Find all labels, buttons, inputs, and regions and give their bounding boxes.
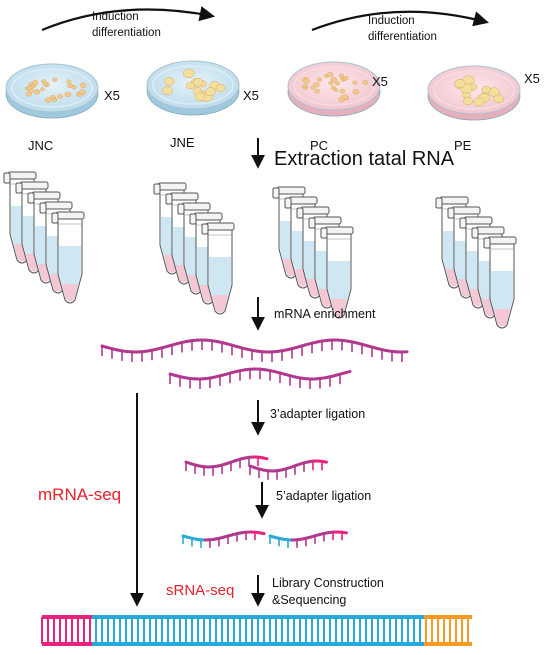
cell: [352, 89, 359, 95]
cell: [313, 82, 320, 88]
cell: [28, 88, 34, 93]
microcentrifuge-tube: [483, 236, 517, 329]
cell: [67, 83, 73, 89]
dish-label-pe: PE: [454, 138, 472, 153]
cell: [326, 71, 334, 78]
cell: [57, 94, 63, 99]
cell: [316, 77, 322, 82]
cell: [66, 79, 72, 84]
cell: [328, 81, 334, 86]
tube-group: [435, 196, 517, 329]
cell: [303, 78, 310, 84]
rna-strand: [268, 530, 348, 548]
rna-strand: [168, 367, 352, 389]
cell: [481, 85, 491, 94]
cell: [339, 88, 346, 94]
cell: [79, 82, 87, 89]
cell: [77, 92, 83, 97]
cell: [194, 92, 206, 102]
cell: [310, 85, 316, 90]
cell: [64, 91, 72, 98]
adapter5-label: 5’adapter ligation: [276, 489, 371, 503]
cell: [161, 86, 173, 96]
cell: [45, 97, 52, 103]
cell: [215, 83, 226, 92]
cell: [339, 73, 345, 78]
sequencing-library-dna: [41, 615, 472, 646]
cell: [493, 94, 504, 104]
petri-dish: X5: [5, 63, 120, 119]
cell: [52, 77, 58, 82]
induction-arrow-left: [41, 6, 216, 32]
srna-seq-label: sRNA-seq: [166, 582, 234, 599]
cell: [186, 82, 195, 90]
enrichment-label: mRNA enrichment: [274, 307, 376, 321]
petri-dish: X5: [146, 60, 259, 116]
dish-count: X5: [104, 88, 120, 103]
cell: [330, 85, 337, 91]
adapter3-label: 3’adapter ligation: [270, 407, 365, 421]
dish-label-jne: JNE: [170, 135, 195, 150]
cell: [33, 89, 41, 95]
induction-left-line1: Induction: [92, 11, 139, 23]
tube-group: [272, 186, 354, 319]
rna-strand: [184, 455, 269, 476]
cell: [352, 80, 358, 85]
tube-groups: [3, 171, 517, 329]
microcentrifuge-tube: [51, 211, 85, 304]
microcentrifuge-tube: [201, 222, 235, 315]
cell: [192, 77, 204, 87]
induction-arrow-right: [311, 10, 489, 32]
cell: [32, 80, 39, 86]
petri-dish: X5: [287, 61, 388, 117]
dish-count: X5: [243, 88, 259, 103]
cell: [303, 84, 308, 88]
cell: [335, 81, 341, 86]
cell: [51, 98, 57, 103]
induction-right-line1: Induction: [368, 15, 415, 27]
cell: [40, 87, 45, 92]
cell: [362, 80, 369, 85]
tube-group: [3, 171, 85, 304]
induction-right-line2: differentiation: [368, 31, 437, 43]
cell: [330, 76, 338, 83]
cell: [454, 79, 466, 89]
library-label-line2: &Sequencing: [272, 593, 346, 607]
cell: [42, 81, 48, 86]
dish-label-pc: PC: [310, 138, 328, 153]
library-label-line1: Library Construction: [272, 576, 384, 590]
tube-group: [153, 182, 235, 315]
cell: [314, 88, 321, 94]
cell: [343, 76, 349, 81]
microcentrifuge-tube: [320, 226, 354, 319]
rna-strand: [100, 338, 409, 362]
cell: [205, 87, 216, 97]
petri-dish: X5: [427, 65, 540, 121]
rna-strand: [181, 530, 266, 548]
cell: [182, 68, 195, 79]
mrna-seq-label: mRNA-seq: [38, 485, 121, 504]
dish-count: X5: [372, 74, 388, 89]
rna-strands: [100, 338, 409, 548]
cell: [473, 97, 485, 107]
dish-label-jnc: JNC: [28, 138, 53, 153]
induction-left-line2: differentiation: [92, 27, 161, 39]
dish-count: X5: [524, 71, 540, 86]
cell: [164, 77, 175, 86]
cell: [462, 97, 473, 106]
extraction-label: Extraction tatal RNA: [274, 148, 455, 170]
cell: [341, 94, 348, 100]
rna-strand: [248, 459, 328, 480]
